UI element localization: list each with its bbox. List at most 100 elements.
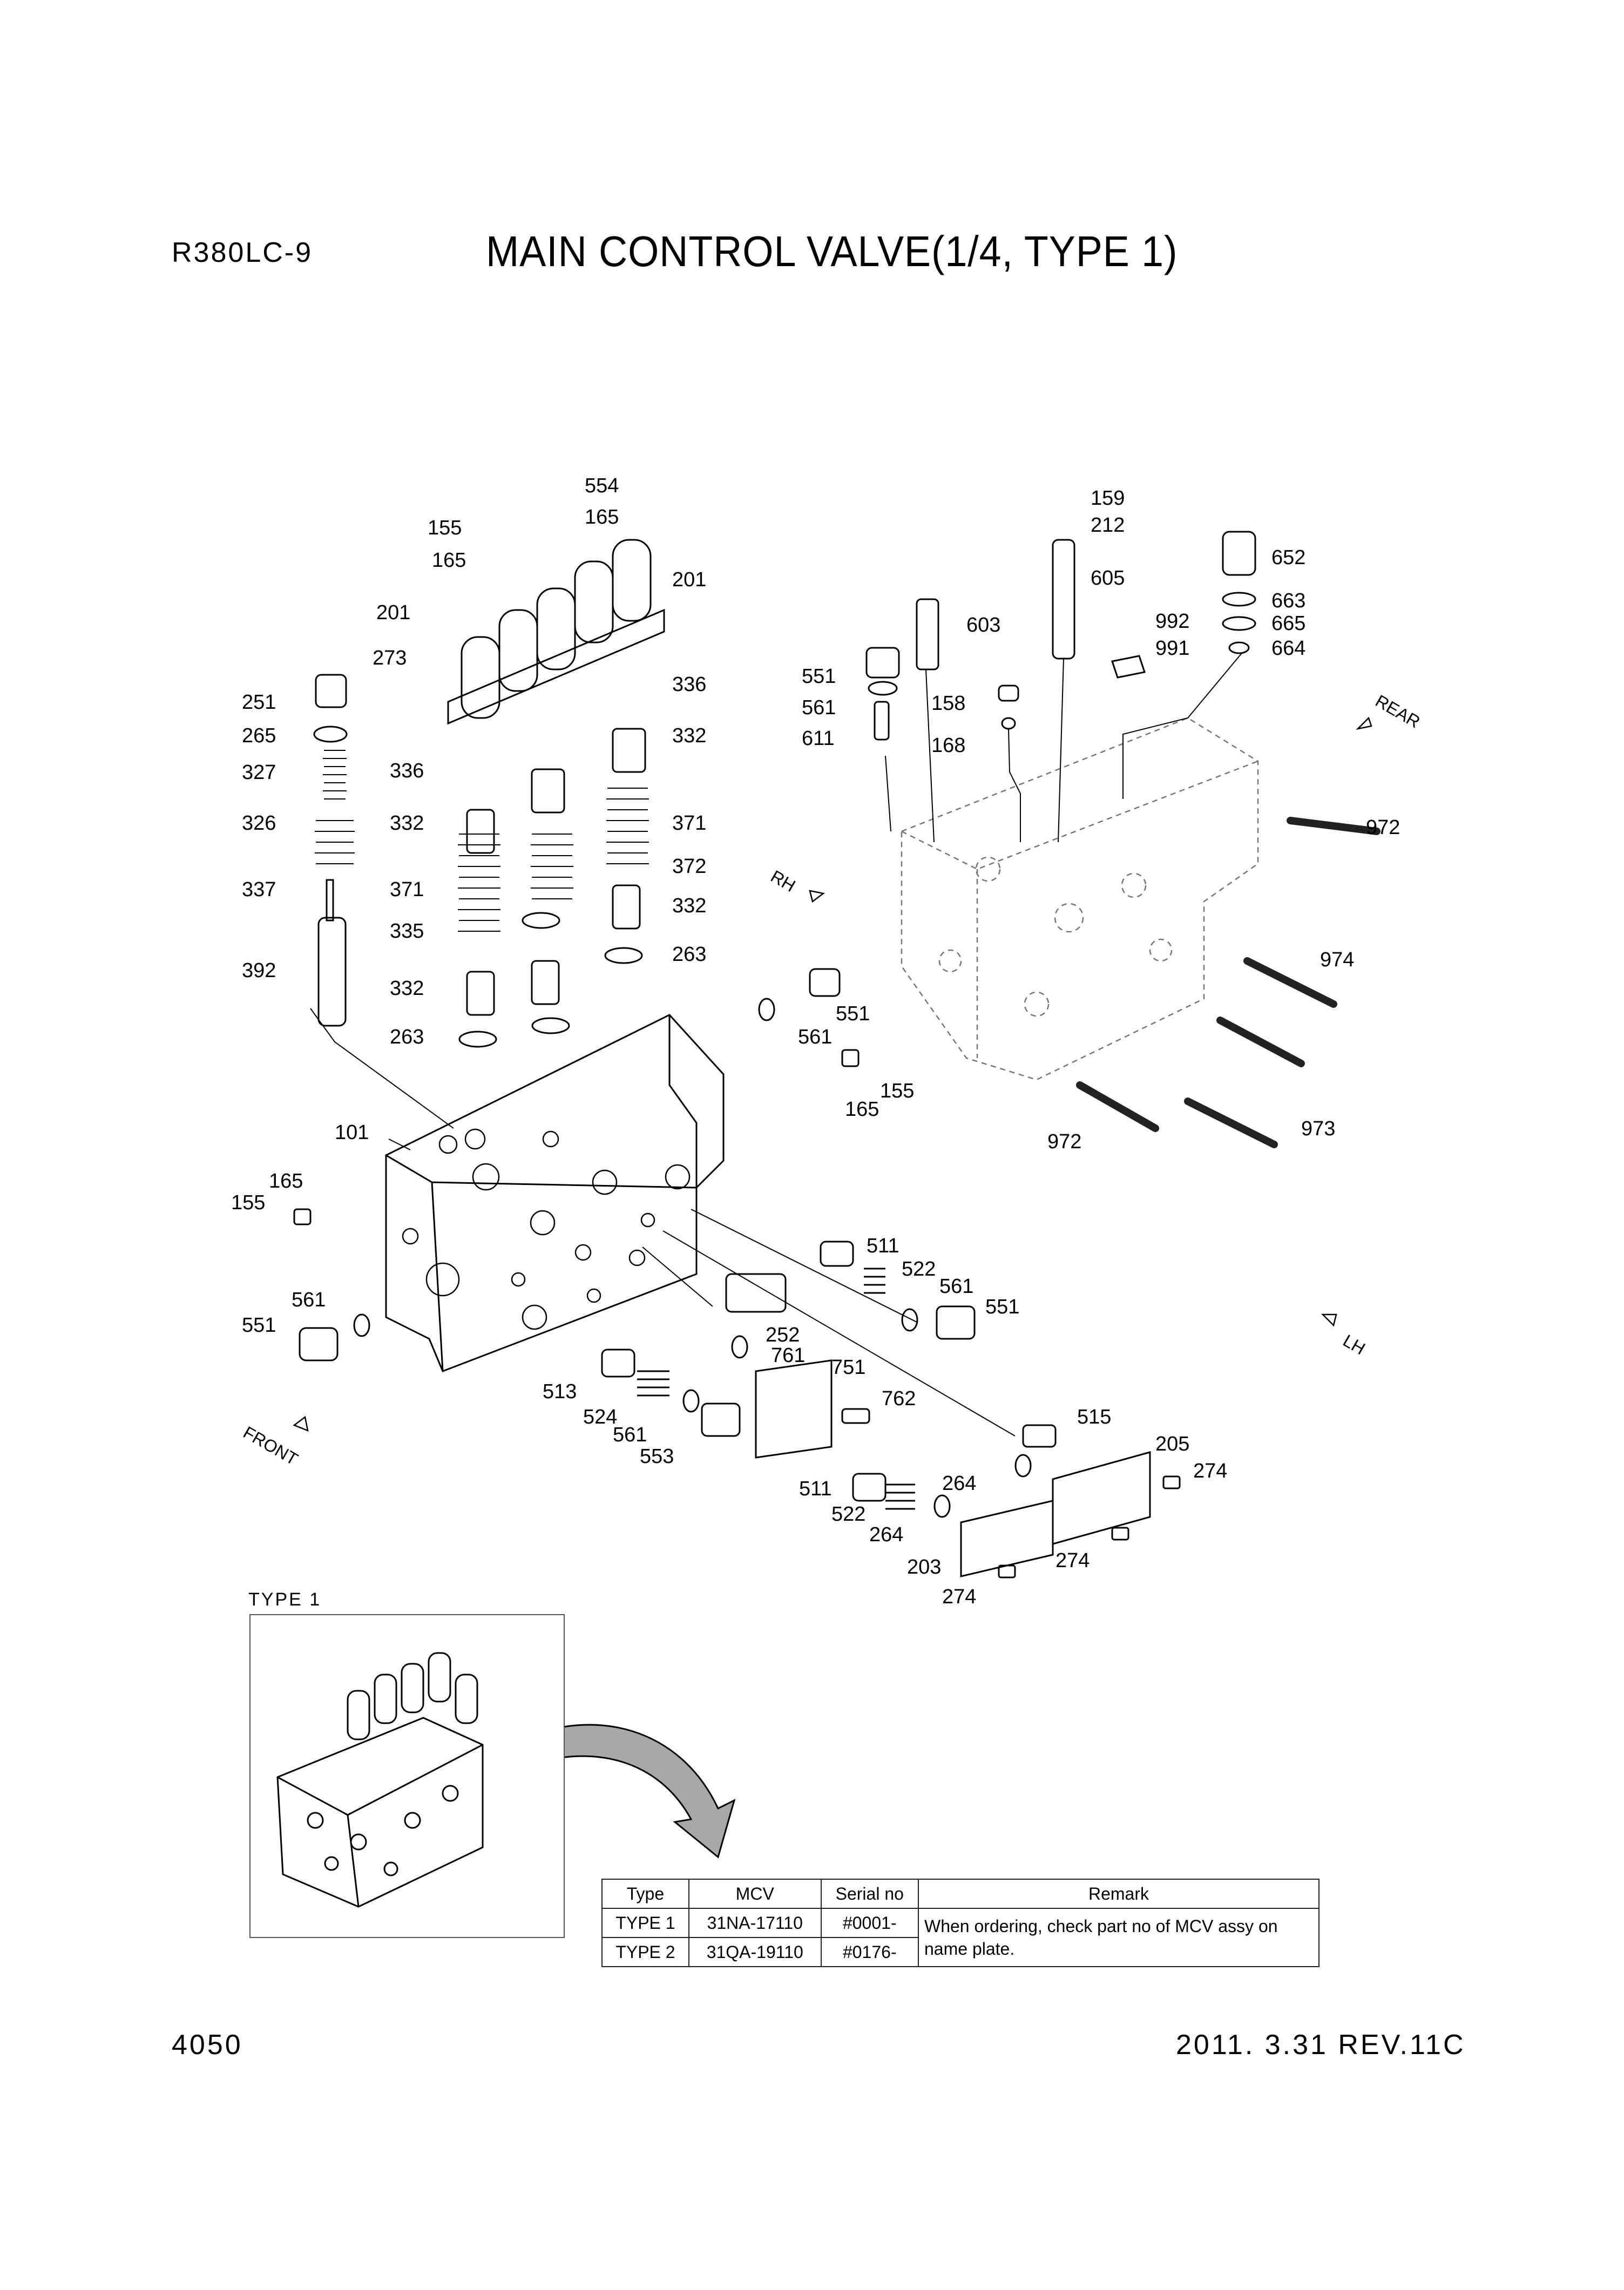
solenoid-group — [447, 539, 665, 725]
part-label-511: 511 — [867, 1235, 899, 1257]
part-label-392: 392 — [242, 959, 276, 982]
table-row: TYPE 2 31QA-19110 #0176- — [601, 1937, 1319, 1967]
table-header-mcv: MCV — [688, 1879, 822, 1909]
part-label-551: 551 — [836, 1002, 870, 1025]
pointer-arrow-icon — [517, 1724, 736, 1859]
part-label-561: 561 — [802, 696, 836, 719]
part-label-561: 561 — [613, 1424, 647, 1446]
part-label-973: 973 — [1301, 1117, 1335, 1140]
part-label-336: 336 — [390, 760, 424, 782]
part-label-165: 165 — [269, 1170, 303, 1193]
part-label-158: 158 — [931, 692, 965, 715]
cell-remark: When ordering, check part no of MCV assy… — [918, 1908, 1320, 1967]
table-header-serial: Serial no — [820, 1879, 919, 1909]
part-label-332: 332 — [390, 812, 424, 835]
part-label-155: 155 — [880, 1080, 914, 1102]
part-label-265: 265 — [242, 724, 276, 747]
part-label-524: 524 — [583, 1406, 617, 1428]
part-label-155: 155 — [231, 1191, 265, 1214]
part-label-212: 212 — [1091, 514, 1125, 537]
part-label-326: 326 — [242, 812, 276, 835]
direction-rear: REAR — [1372, 691, 1424, 732]
part-label-974: 974 — [1320, 948, 1354, 971]
part-label-101: 101 — [335, 1121, 369, 1144]
part-label-561: 561 — [292, 1289, 326, 1311]
valve-body-101 — [385, 1014, 725, 1372]
part-label-751: 751 — [831, 1356, 865, 1379]
part-label-992: 992 — [1155, 610, 1189, 633]
part-label-274: 274 — [1055, 1549, 1090, 1572]
part-label-274: 274 — [942, 1586, 976, 1608]
part-label-251: 251 — [242, 691, 276, 714]
part-label-371: 371 — [390, 878, 424, 901]
part-label-372: 372 — [672, 855, 706, 878]
part-label-515: 515 — [1077, 1406, 1111, 1428]
part-label-201: 201 — [672, 568, 706, 591]
model-code: R380LC-9 — [172, 237, 313, 268]
arrow-front-icon — [293, 1415, 309, 1432]
part-label-332: 332 — [390, 977, 424, 1000]
arrow-rh-icon — [809, 890, 825, 903]
table-header-type: Type — [601, 1879, 689, 1909]
part-label-561: 561 — [939, 1275, 973, 1298]
part-label-991: 991 — [1155, 637, 1189, 660]
part-label-972: 972 — [1047, 1130, 1081, 1153]
part-label-332: 332 — [672, 724, 706, 747]
part-label-761: 761 — [771, 1344, 805, 1367]
part-label-205: 205 — [1155, 1433, 1189, 1455]
cell-serial: #0176- — [820, 1937, 919, 1967]
direction-rh: RH — [768, 866, 799, 896]
part-label-603: 603 — [966, 614, 1000, 636]
part-label-201: 201 — [376, 601, 410, 624]
cell-type: TYPE 1 — [601, 1908, 689, 1938]
cell-mcv: 31NA-17110 — [688, 1908, 822, 1938]
part-label-263: 263 — [672, 943, 706, 966]
page-title: MAIN CONTROL VALVE(1/4, TYPE 1) — [486, 227, 1178, 275]
leader-lines — [310, 653, 1242, 1437]
part-label-264: 264 — [942, 1472, 976, 1495]
part-label-663: 663 — [1271, 590, 1305, 612]
part-label-336: 336 — [672, 673, 706, 696]
part-label-165: 165 — [845, 1098, 879, 1121]
part-label-165: 165 — [432, 549, 466, 572]
revision-date: 2011. 3.31 REV.11C — [1176, 2029, 1466, 2061]
part-label-561: 561 — [798, 1026, 832, 1048]
part-label-337: 337 — [242, 878, 276, 901]
direction-lh: LH — [1340, 1331, 1369, 1359]
part-label-159: 159 — [1091, 487, 1125, 510]
part-label-332: 332 — [672, 895, 706, 917]
part-label-554: 554 — [585, 475, 619, 497]
part-label-165: 165 — [585, 506, 619, 529]
part-label-327: 327 — [242, 761, 276, 784]
part-label-762: 762 — [882, 1387, 916, 1410]
table-header-remark: Remark — [918, 1879, 1320, 1909]
part-label-611: 611 — [802, 727, 835, 750]
direction-arrows — [293, 716, 1372, 1432]
ghost-valve-body — [901, 717, 1259, 1081]
table-row: TYPE 1 31NA-17110 #0001- When ordering, … — [601, 1908, 1320, 1967]
part-label-371: 371 — [672, 812, 706, 835]
part-label-551: 551 — [802, 665, 836, 688]
cell-type: TYPE 2 — [601, 1937, 689, 1967]
part-label-263: 263 — [390, 1026, 424, 1048]
arrow-lh-icon — [1321, 1313, 1337, 1327]
part-label-665: 665 — [1271, 612, 1305, 635]
type-spec-table: Type MCV Serial no Remark TYPE 1 31NA-17… — [601, 1879, 1320, 1967]
cell-serial: #0001- — [820, 1908, 919, 1938]
cover-751 — [755, 1359, 833, 1459]
part-label-652: 652 — [1271, 546, 1305, 569]
part-label-553: 553 — [640, 1445, 674, 1468]
part-label-605: 605 — [1091, 567, 1125, 590]
part-label-203: 203 — [907, 1556, 941, 1578]
spring-stacks — [315, 750, 649, 932]
part-label-274: 274 — [1193, 1460, 1227, 1482]
part-label-551: 551 — [242, 1314, 276, 1337]
part-label-551: 551 — [985, 1296, 1019, 1318]
part-label-664: 664 — [1271, 637, 1305, 660]
part-label-273: 273 — [373, 647, 407, 669]
part-label-511: 511 — [799, 1478, 832, 1500]
direction-front: FRONT — [240, 1422, 301, 1469]
type1-inset-image — [249, 1614, 565, 1938]
cell-mcv: 31QA-19110 — [688, 1937, 822, 1967]
part-label-522: 522 — [831, 1503, 865, 1526]
